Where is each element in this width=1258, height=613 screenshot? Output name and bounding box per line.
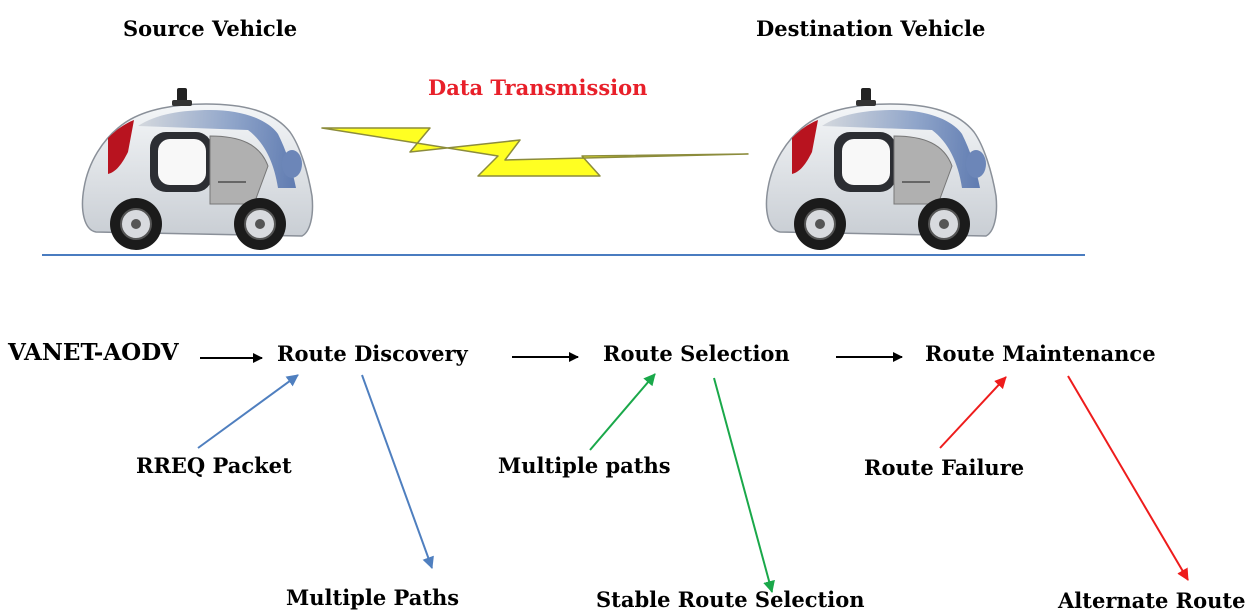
rreq-arrow — [197, 374, 299, 449]
destination-vehicle-label: Destination Vehicle — [756, 16, 986, 41]
rreq-packet-label: RREQ Packet — [136, 453, 292, 478]
route-maintenance-label: Route Maintenance — [925, 341, 1156, 366]
stable-route-arrow — [713, 377, 775, 593]
data-transmission-label: Data Transmission — [428, 75, 648, 100]
multiple-paths-label: Multiple Paths — [286, 585, 460, 610]
route-failure-label: Route Failure — [864, 455, 1025, 480]
stable-route-selection-label: Stable Route Selection — [596, 587, 865, 612]
vanet-aodv-label: VANET-AODV — [8, 339, 179, 366]
source-car-icon — [81, 88, 314, 250]
lightning-icon — [321, 127, 749, 177]
alternate-route-arrow — [1067, 375, 1189, 581]
route-discovery-label: Route Discovery — [277, 341, 468, 366]
multiple-paths-in-arrow — [589, 373, 656, 451]
multiple-paths-in-label: Multiple paths — [498, 453, 671, 478]
source-vehicle-label: Source Vehicle — [123, 16, 298, 41]
route-selection-label: Route Selection — [603, 341, 790, 366]
destination-car-icon — [765, 88, 998, 250]
alternate-route-label: Alternate Route — [1058, 588, 1246, 613]
multiple-paths-arrow — [361, 374, 434, 569]
route-failure-arrow — [939, 376, 1007, 449]
